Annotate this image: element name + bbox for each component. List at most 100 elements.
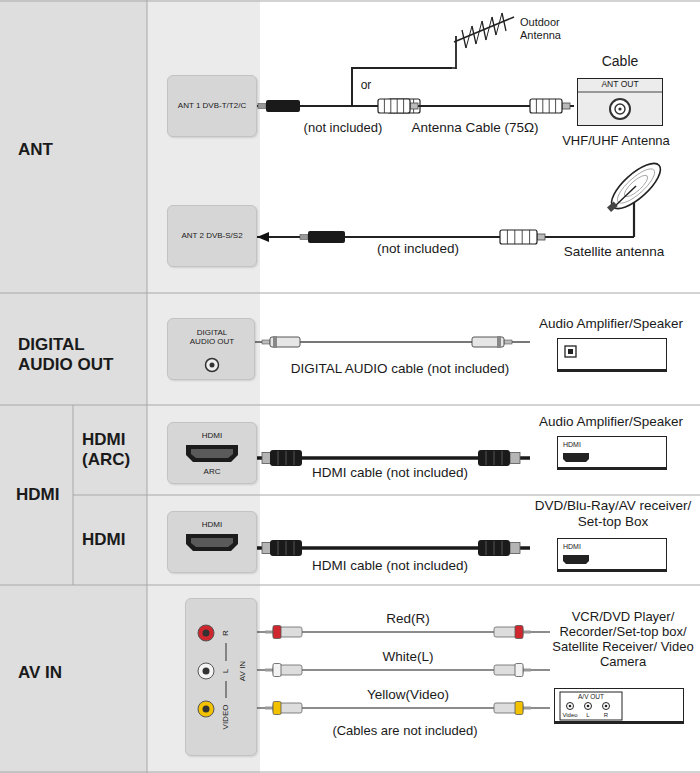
drawing-part [529,230,530,244]
cable-plug [500,230,545,244]
drawing-part [270,450,302,466]
cable-connector [255,336,530,348]
cable-label: DIGITAL AUDIO cable (not included) [289,361,511,377]
cable-plug [478,540,520,556]
cable-plug [494,702,531,715]
cable-plug [262,450,302,466]
video-source-device-icon [585,703,592,710]
cable-label: Red(R) [384,611,432,627]
cable-plug [258,100,300,112]
antenna-port: ANT 1 DVB-T/T2/C [167,75,257,137]
drawing-part [410,103,418,109]
drawing-part [472,337,504,347]
drawing-part [502,451,503,465]
cable-plug [262,540,302,556]
drawing-part [537,234,545,240]
outdoor-antenna: Outdoor Antenna [452,8,577,70]
drawing-part [515,626,523,639]
satellite-dish-icon [605,156,667,215]
node-label: ANT 2 DVB-S/S2 [168,231,256,240]
drawing-part [510,543,520,554]
drawing-part [378,99,410,113]
drawing-part [273,626,281,639]
drawing-part [300,235,308,240]
cable-connector [257,99,574,113]
cable-plug [494,664,531,677]
drawing-part [504,340,512,344]
satellite-dish-icon [613,164,659,208]
av-in-panel-icon [203,706,210,713]
drawing-part [273,702,281,715]
amplifier-device-icon [568,349,573,354]
device-caption: VHF/UHF Antenna [562,134,670,149]
node-label: ANT 1 DVB-T/T2/C [168,101,256,110]
cable-label: Antenna Cable (75Ω) [409,120,540,136]
drawing-part [270,540,302,556]
outdoor-antenna-icon [486,17,492,40]
hdmi-port: HDMI [167,511,257,573]
outdoor-antenna-icon [466,26,472,48]
outdoor-antenna-icon [492,17,496,35]
node-sublabel: L [582,712,594,719]
node-label: DIGITAL AUDIO OUT [186,328,238,346]
cable-plug [378,99,418,113]
node-label: VCR/DVD Player/ Recorder/Set-top box/ Sa… [550,610,696,670]
video-source-device-icon [567,703,574,710]
grid-line [0,405,700,406]
drawing-part [390,99,391,113]
cable-plug [265,626,302,639]
video-source-device-icon [569,705,572,708]
cable-outlet-icon [615,104,625,114]
cable-outlet: CableANT OUT [574,52,667,128]
amplifier-device: Audio Amplifier/SpeakerHDMI [530,414,693,476]
drawing-part [523,707,531,710]
cable-plug [494,626,531,639]
av-in-panel: RLVIDEOAV IN [185,598,257,756]
outdoor-antenna-icon [496,13,502,35]
node-sublabel: Video [558,712,582,719]
drawing-part [270,337,300,347]
node-label: Audio Amplifier/Speaker [530,414,692,430]
drawing-part [515,702,523,715]
cable-outlet-icon [578,92,662,93]
grid-line [0,293,700,294]
node-sublabel: HDMI [563,441,603,449]
cable-connector [257,450,530,466]
optical-port-icon [210,363,215,368]
amplifier-device-icon [563,453,589,462]
drawing-part [515,664,523,677]
cable-label: White(L) [380,649,435,665]
satellite-dish: Satellite antenna [556,160,673,264]
node-sublabel: ANT OUT [577,80,663,90]
grid-line [73,495,700,496]
row-header: ANT [18,140,128,160]
note: (Cables are not included) [330,724,479,739]
drawing-part [397,99,398,113]
player-device-icon [563,555,589,564]
drawing-part [502,541,503,555]
node-label: DVD/Blu-Ray/AV receiver/ Set-top Box [530,498,696,529]
satellite-dish-icon [556,160,672,242]
av-in-panel-icon [203,630,210,637]
cable-label: HDMI cable (not included) [310,558,470,574]
drawing-part [514,230,515,244]
node-label: HDMI [168,520,256,529]
drawing-part [510,453,520,464]
node-sublabel: AV IN [238,661,247,681]
outdoor-antenna-icon [482,21,486,40]
grid-line [73,405,74,585]
hdmi-arc-port: HDMIARC [167,422,257,484]
node-label: R [221,630,230,636]
drawing-part [278,541,279,555]
drawing-part [265,707,273,710]
cable-connector [257,626,550,639]
cable-connector [257,664,550,677]
drawing-part [262,340,270,344]
satellite-dish-icon [556,236,634,238]
cable-label: HDMI cable (not included) [310,465,470,481]
row-header: AV IN [18,663,128,683]
satellite-port: ANT 2 DVB-S/S2 [167,205,257,267]
drawing-part [286,541,287,555]
